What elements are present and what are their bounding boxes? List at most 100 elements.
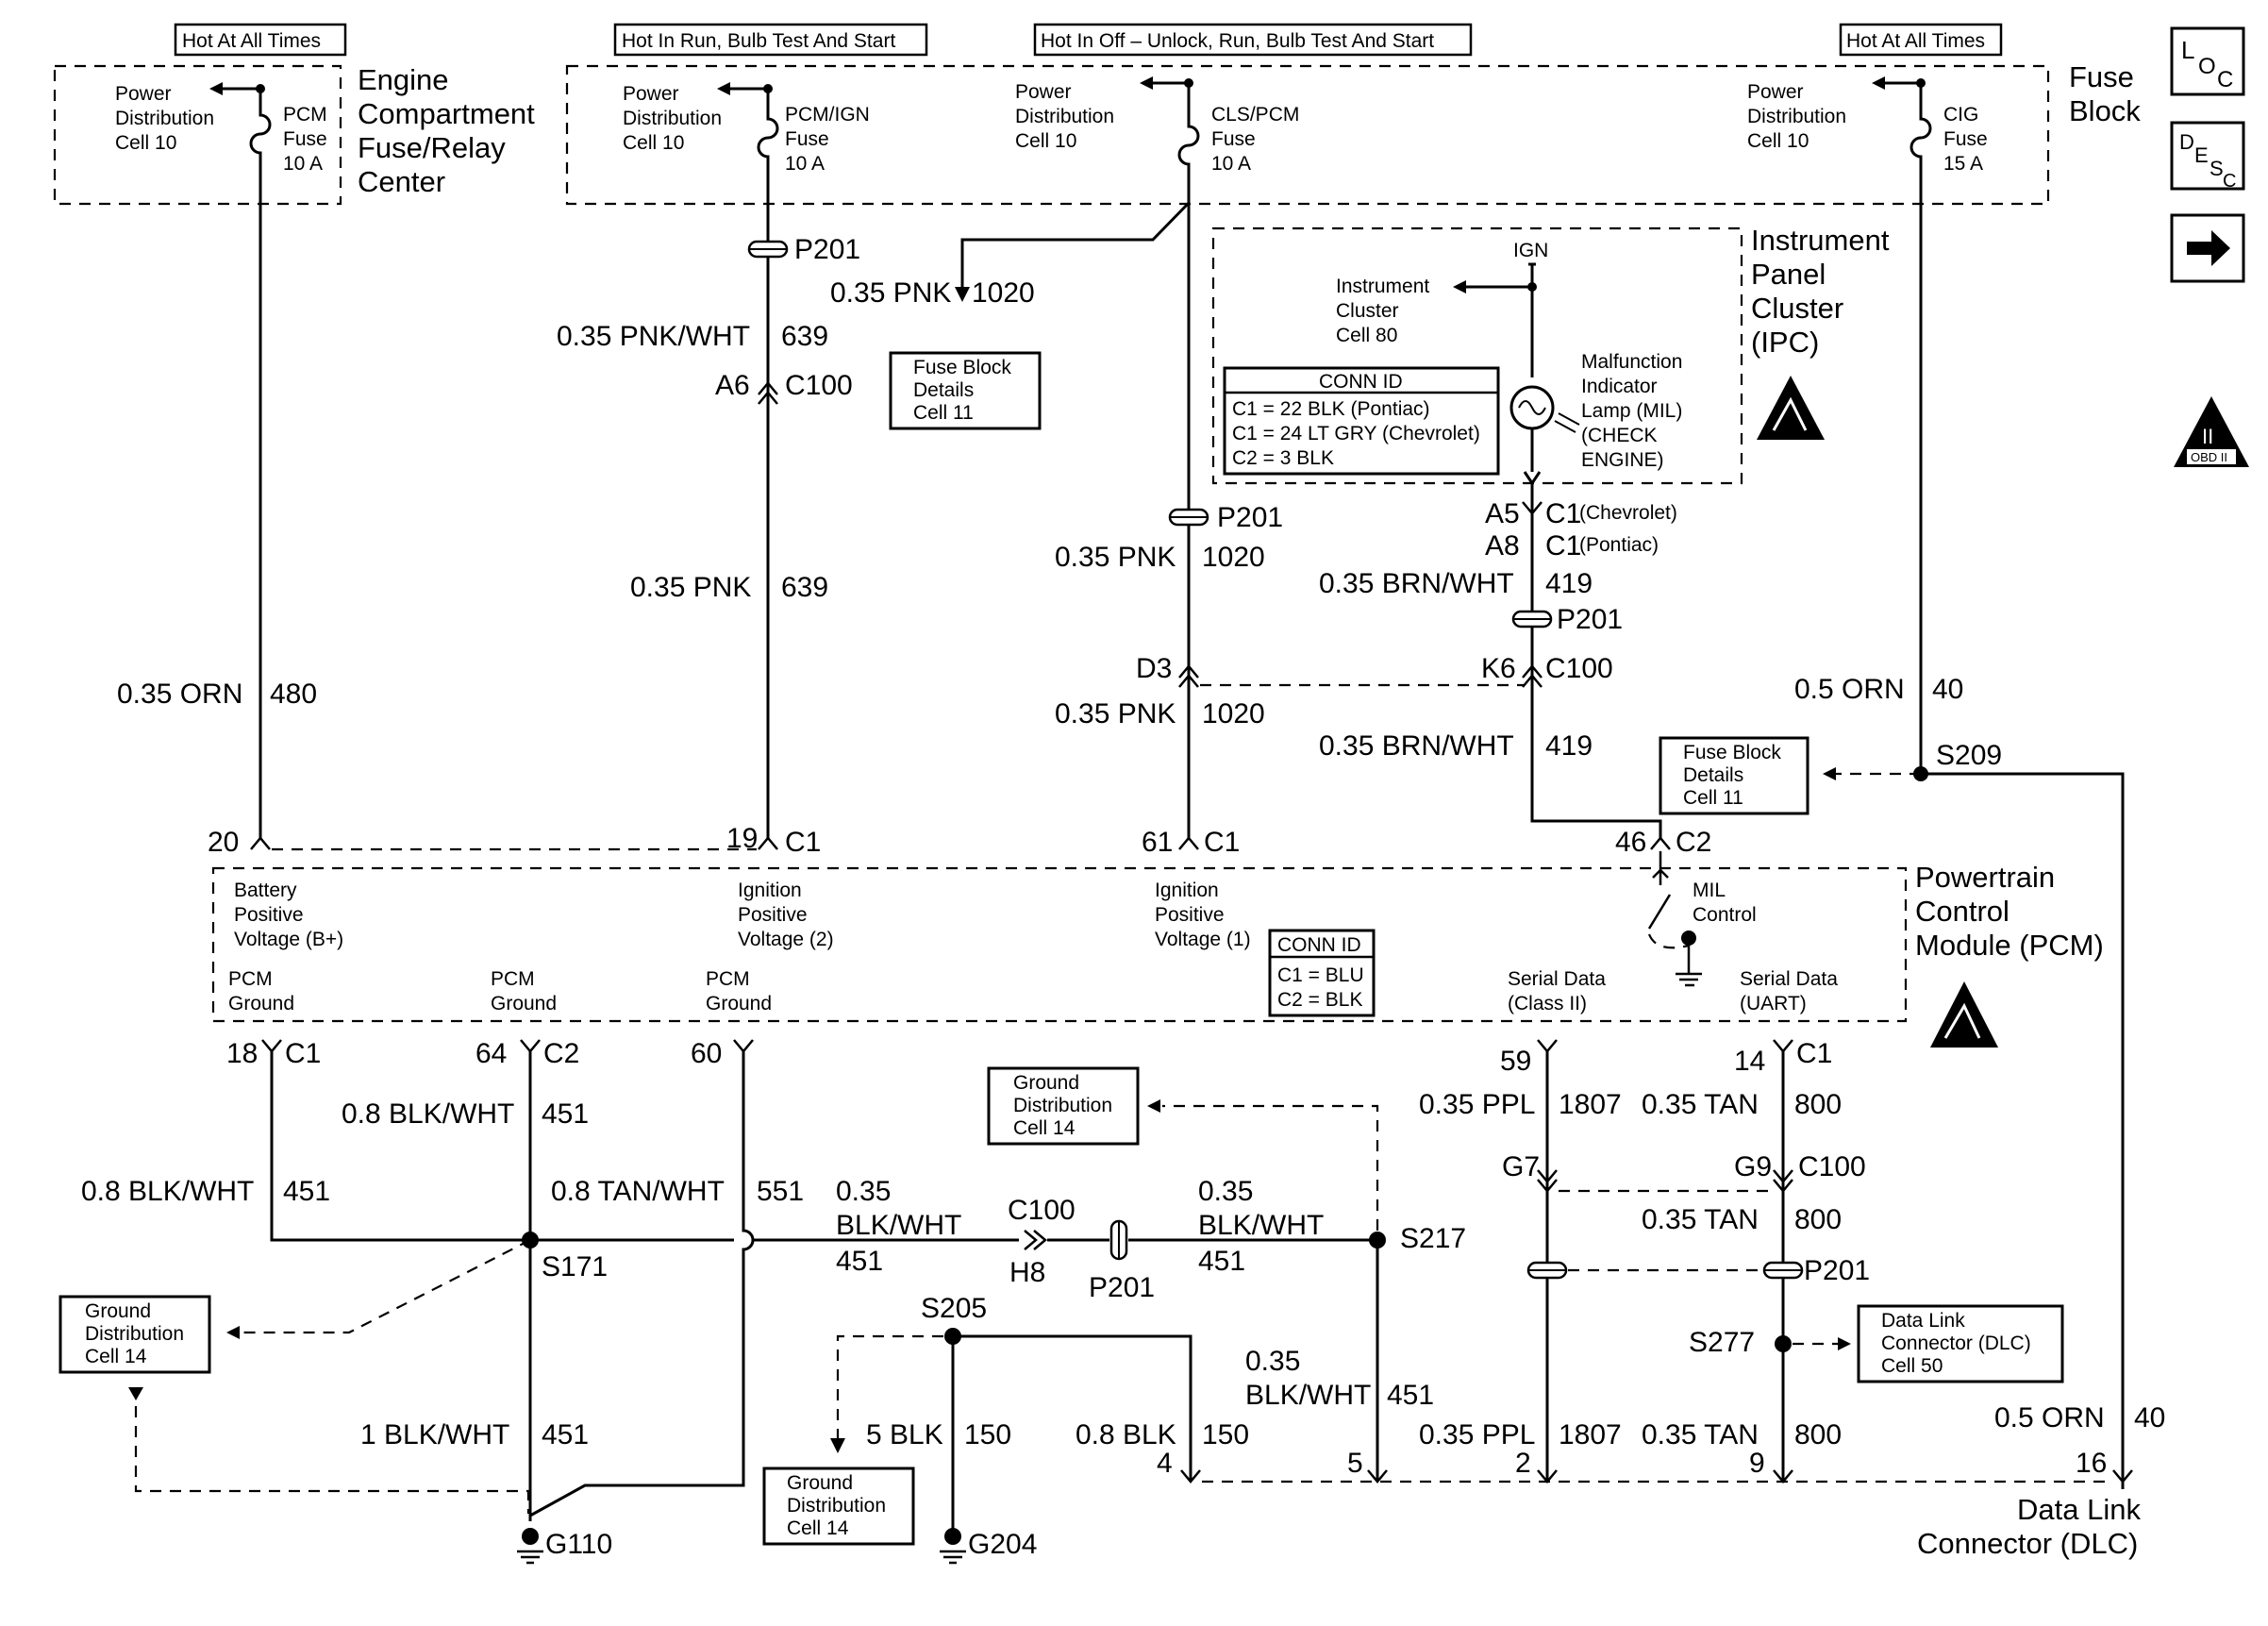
svg-text:L: L [2181, 36, 2194, 64]
wire-label-800-b: 0.35 TAN [1642, 1204, 1759, 1235]
svg-text:G204: G204 [968, 1529, 1037, 1560]
svg-text:Power: Power [1747, 81, 1804, 103]
svg-text:Hot In Run, Bulb Test And Star: Hot In Run, Bulb Test And Start [622, 30, 895, 52]
ground-distribution-ref-3[interactable]: Ground Distribution Cell 14 [762, 1467, 915, 1546]
right-arrow-icon[interactable] [2170, 213, 2245, 283]
svg-text:Instrument: Instrument [1751, 224, 1890, 257]
ipc-ign-label: IGN [1513, 240, 1548, 261]
svg-text:Cell 14: Cell 14 [85, 1346, 147, 1367]
svg-text:Fuse: Fuse [1943, 128, 1988, 150]
supply-label-off-unlock: Hot In Off – Unlock, Run, Bulb Test And … [1033, 23, 1473, 57]
mil-control-switch: MIL Control [1647, 851, 1757, 987]
wire-label-1020-a-num: 1020 [1202, 542, 1265, 573]
svg-text:0.35: 0.35 [1198, 1176, 1253, 1207]
svg-text:CLS/PCM: CLS/PCM [1211, 104, 1299, 126]
svg-text:64: 64 [475, 1038, 507, 1069]
svg-text:PCM: PCM [491, 968, 535, 990]
svg-text:Ignition: Ignition [1155, 880, 1219, 901]
svg-text:PCM: PCM [228, 968, 273, 990]
wire-label-1020-top: 0.35 PNK [830, 277, 951, 309]
p201-connector-ef: P201 [1526, 1255, 1870, 1286]
dlc-label: Data Link Connector (DLC) [1917, 1493, 2141, 1560]
svg-text:4: 4 [1157, 1448, 1173, 1479]
svg-text:A5: A5 [1485, 498, 1520, 529]
svg-text:15 A: 15 A [1943, 153, 1983, 175]
c100-connector-k6: K6 C100 [1481, 653, 1613, 688]
svg-text:A6: A6 [715, 370, 750, 401]
svg-text:C2: C2 [1676, 827, 1711, 858]
svg-text:C1 = 24 LT GRY (Chevrolet): C1 = 24 LT GRY (Chevrolet) [1232, 423, 1480, 444]
svg-text:20: 20 [208, 827, 239, 858]
svg-text:CONN ID: CONN ID [1277, 934, 1361, 956]
svg-text:Instrument: Instrument [1336, 276, 1429, 297]
svg-text:MIL: MIL [1693, 880, 1726, 901]
svg-text:Control: Control [1915, 895, 2010, 928]
svg-text:Fuse Block: Fuse Block [913, 357, 1011, 378]
svg-text:Compartment: Compartment [358, 97, 535, 130]
svg-text:Fuse: Fuse [283, 128, 327, 150]
wire-label-639: 0.35 PNK [630, 572, 751, 603]
svg-text:0.35: 0.35 [1245, 1346, 1300, 1377]
svg-text:P201: P201 [1804, 1255, 1870, 1286]
c100-connector-d3: D3 [1136, 653, 1199, 688]
svg-text:CONN ID: CONN ID [1319, 371, 1403, 393]
svg-text:Positive: Positive [738, 904, 808, 926]
svg-text:C2 = 3 BLK: C2 = 3 BLK [1232, 447, 1334, 469]
wire-label-451-b: 0.8 BLK/WHT [81, 1176, 254, 1207]
svg-text:Cell 14: Cell 14 [787, 1517, 849, 1539]
svg-text:C1: C1 [1796, 1038, 1832, 1069]
svg-text:Distribution: Distribution [623, 108, 722, 129]
svg-text:(Pontiac): (Pontiac) [1579, 534, 1659, 556]
c100-connector-g7-g9: G7 G9 C100 [1502, 1151, 1866, 1193]
svg-text:Distribution: Distribution [1747, 106, 1846, 127]
pcm-serial-labels: Serial Data (Class II) Serial Data (UART… [1508, 968, 1838, 1014]
svg-text:Battery: Battery [234, 880, 297, 901]
supply-label-engine-hot: Hot At All Times [174, 23, 347, 57]
svg-text:A8: A8 [1485, 530, 1520, 562]
wire-451-left [270, 1051, 528, 1242]
fuse-block-details-ref-1[interactable]: Fuse Block Details Cell 11 [889, 351, 1042, 430]
svg-text:2: 2 [1515, 1448, 1531, 1479]
wire-label-451-d: 0.35 BLK/WHT 451 [1198, 1176, 1324, 1277]
svg-text:(UART): (UART) [1740, 993, 1807, 1014]
fuse-block-details-ref-2[interactable]: Fuse Block Details Cell 11 [1659, 736, 1809, 815]
svg-text:Cell 10: Cell 10 [115, 132, 176, 154]
pcm-input-b-plus: Battery Positive Voltage (B+) [234, 880, 343, 950]
wire-label-150-b-num: 150 [1202, 1419, 1249, 1450]
svg-text:5: 5 [1347, 1448, 1363, 1479]
svg-text:Ground: Ground [228, 993, 294, 1014]
wire-label-800-c: 0.35 TAN [1642, 1419, 1759, 1450]
p201-connector-c: P201 [1511, 604, 1623, 635]
svg-text:Cell 10: Cell 10 [623, 132, 684, 154]
svg-text:Engine: Engine [358, 63, 449, 96]
svg-text:CIG: CIG [1943, 104, 1978, 126]
ground-distribution-ref-1[interactable]: Ground Distribution Cell 14 [987, 1066, 1140, 1146]
svg-text:Cell 10: Cell 10 [1015, 130, 1076, 152]
wire-label-1807-a-num: 1807 [1559, 1089, 1622, 1120]
splice-s277 [1775, 1335, 1792, 1352]
ground-distribution-ref-2[interactable]: Ground Distribution Cell 14 [58, 1295, 211, 1374]
wire-label-451-a-num: 451 [542, 1098, 589, 1130]
splice-label-s209: S209 [1936, 740, 2002, 771]
svg-text:Voltage (2): Voltage (2) [738, 929, 834, 950]
pcm-label: Powertrain Control Module (PCM) [1915, 861, 2104, 962]
p201-connector-d: P201 [1089, 1219, 1155, 1303]
svg-text:Serial Data: Serial Data [1508, 968, 1606, 990]
loc-icon[interactable]: L O C [2170, 26, 2245, 96]
desc-icon[interactable]: D E S C [2170, 121, 2245, 192]
svg-text:Positive: Positive [1155, 904, 1225, 926]
svg-text:46: 46 [1615, 827, 1646, 858]
g110-ref-dash [134, 1406, 530, 1514]
svg-text:61: 61 [1142, 827, 1173, 858]
svg-text:PCM: PCM [283, 104, 327, 126]
svg-text:Ground: Ground [1013, 1072, 1079, 1094]
p201-connector-b: P201 [1168, 502, 1283, 533]
wire-label-1020-b-num: 1020 [1202, 698, 1265, 729]
svg-text:Data Link: Data Link [2017, 1493, 2141, 1526]
svg-text:Data Link: Data Link [1881, 1310, 1965, 1332]
svg-text:PCM/IGN: PCM/IGN [785, 104, 870, 126]
svg-text:P201: P201 [1217, 502, 1283, 533]
dlc-ref-box[interactable]: Data Link Connector (DLC) Cell 50 [1857, 1304, 2064, 1383]
svg-text:Power: Power [623, 83, 679, 105]
